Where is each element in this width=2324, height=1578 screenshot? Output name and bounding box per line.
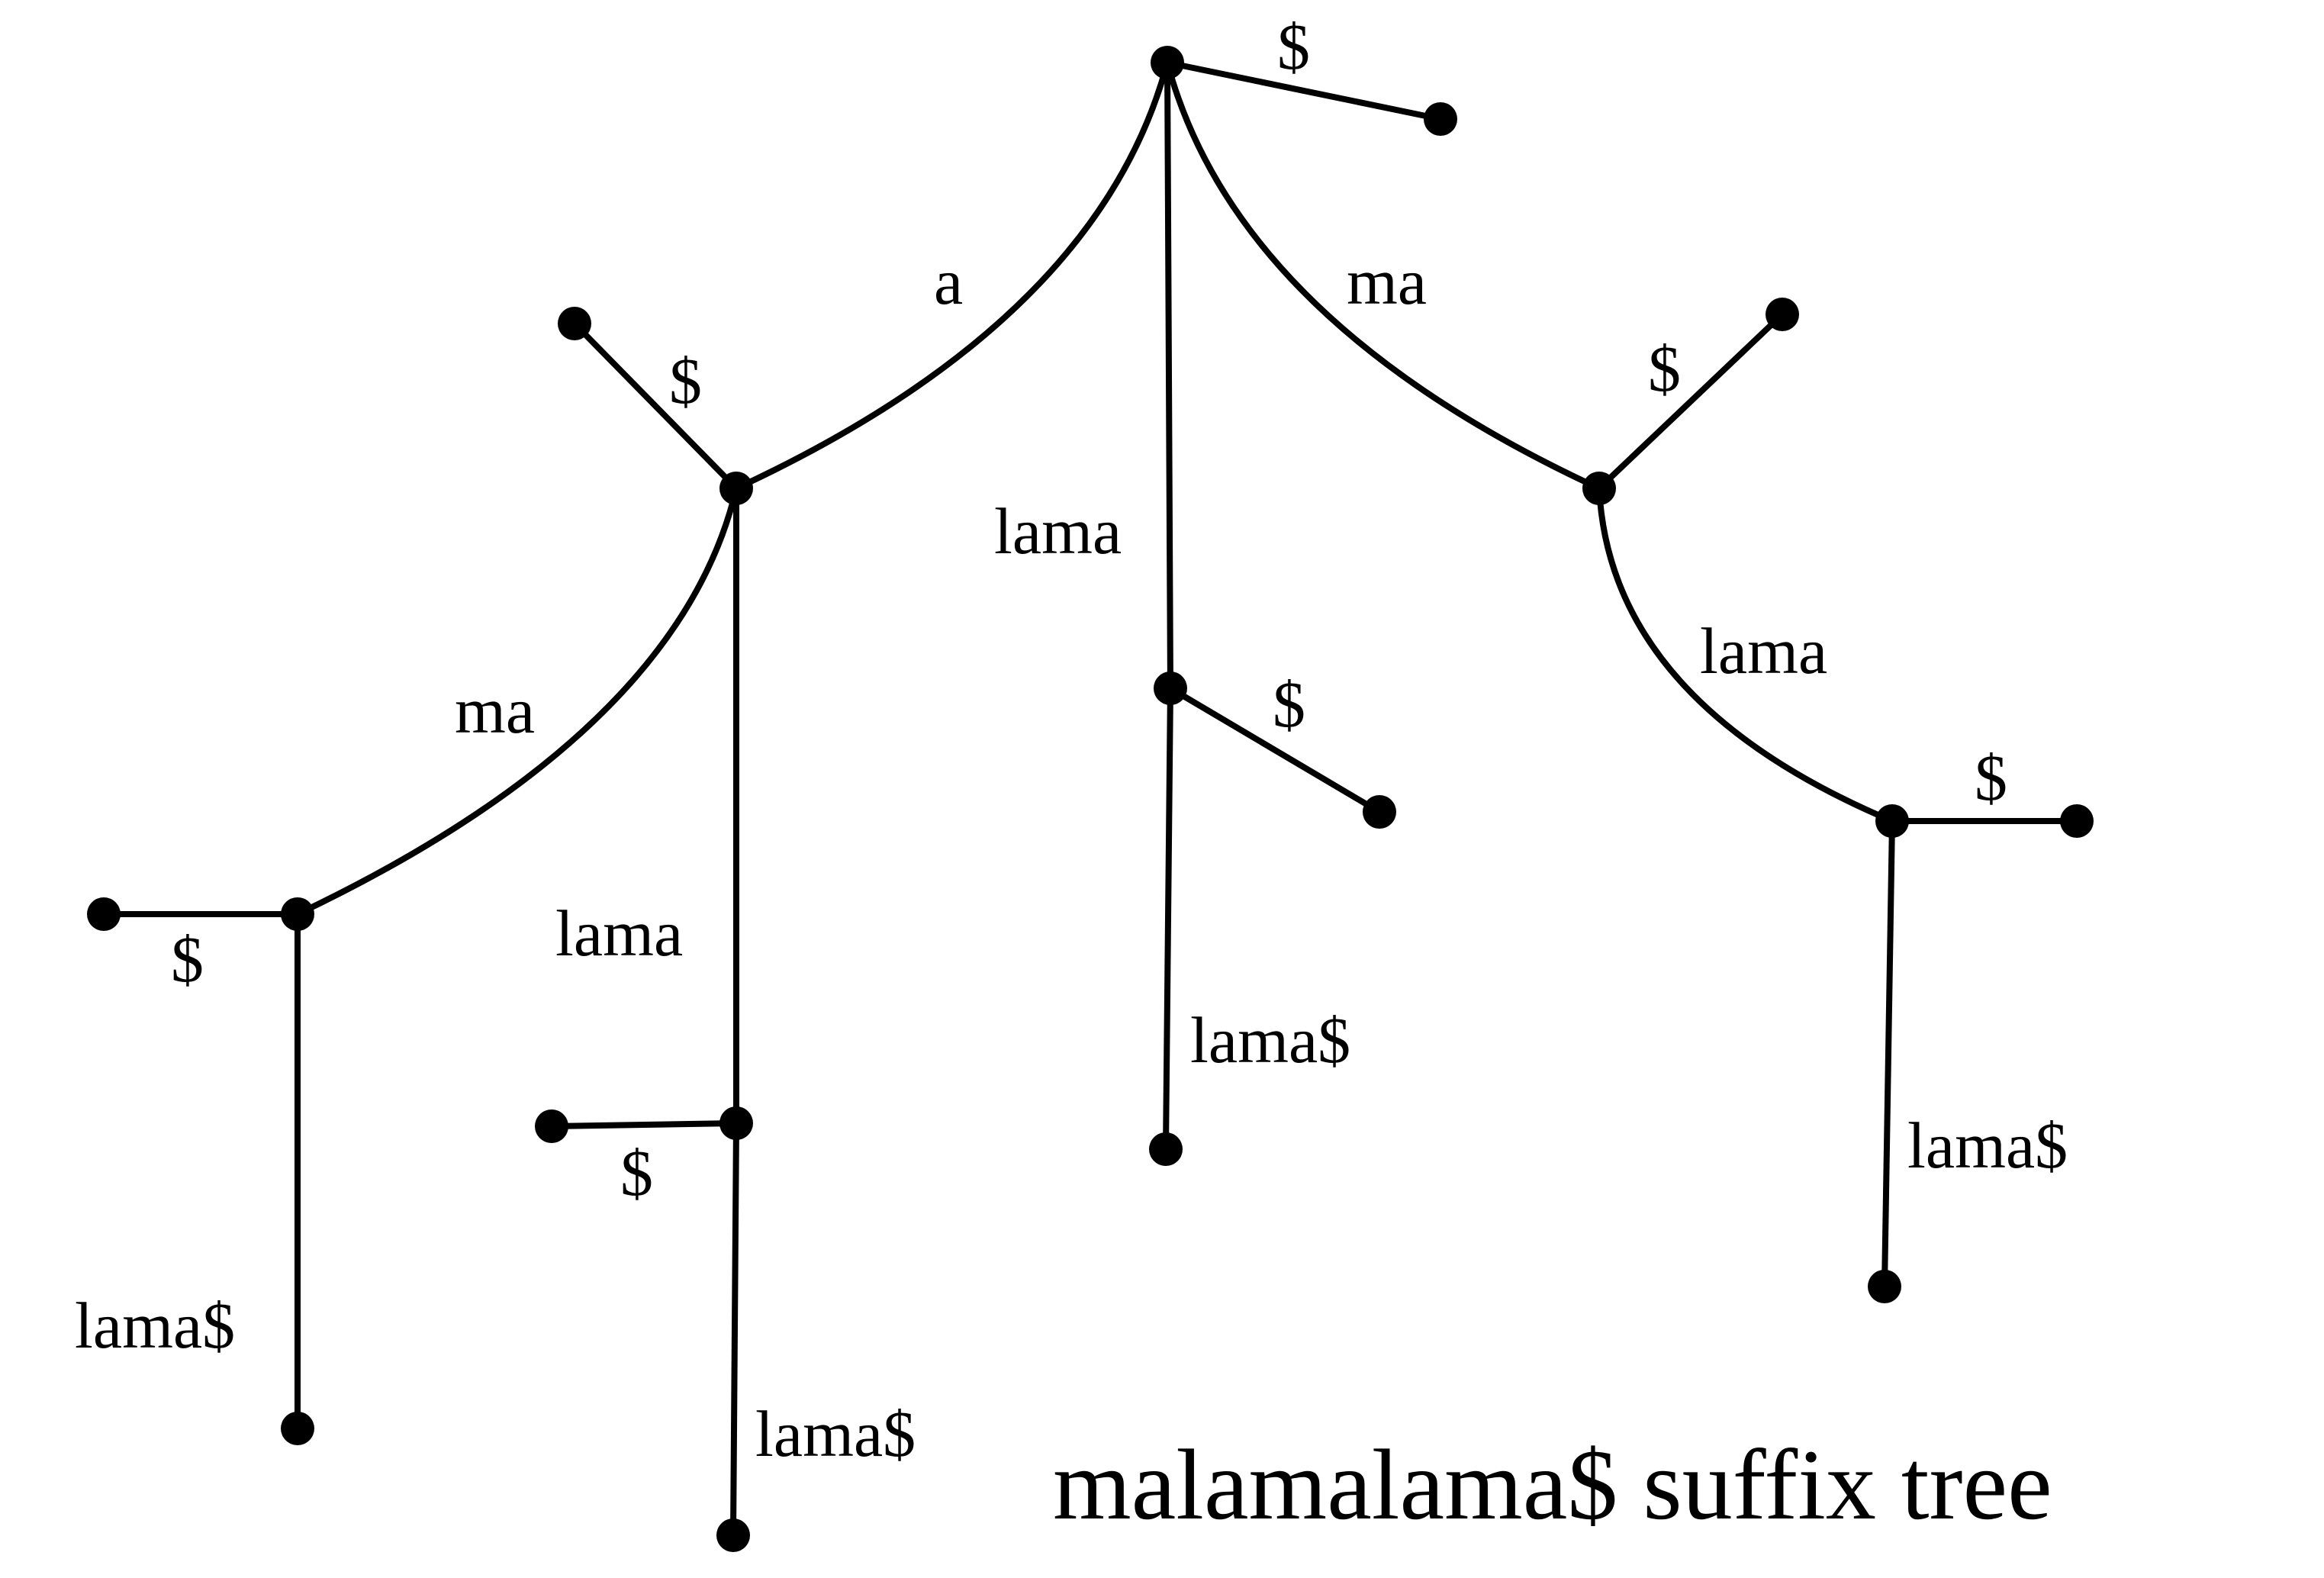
label-a-dollar: $	[669, 344, 702, 417]
label-ama-dollar: $	[171, 923, 204, 996]
label-lama-lama: lama$	[1190, 1003, 1350, 1077]
edge-root-a	[733, 60, 1170, 491]
edge-malama-lama	[1881, 818, 1895, 1290]
leaf-lama-dollar	[1363, 795, 1396, 829]
node-alama	[719, 1106, 753, 1140]
edge-alama-lama	[730, 1120, 739, 1538]
edge-root-dollar	[1164, 60, 1444, 122]
node-malama	[1875, 804, 1909, 838]
label-malama-dollar: $	[1975, 741, 2007, 814]
leaf-malama-lama	[1868, 1270, 1901, 1303]
leaf-malama-dollar	[2060, 804, 2094, 838]
edge-a-dollar	[571, 320, 739, 491]
label-root-lama: lama	[994, 494, 1122, 568]
node-root	[1151, 46, 1184, 79]
label-root-dollar: $	[1277, 10, 1310, 83]
edge-lama-lama	[1163, 685, 1173, 1152]
node-lama	[1154, 671, 1187, 705]
label-lama-dollar: $	[1273, 668, 1305, 741]
label-ma-lama: lama	[1700, 614, 1827, 688]
edge-root-ma	[1164, 60, 1602, 491]
label-a-ma: ma	[455, 674, 535, 747]
label-malama-lama: lama$	[1907, 1109, 2068, 1182]
node-a	[719, 472, 753, 505]
node-ama	[281, 897, 314, 931]
edge-ma-lama	[1596, 485, 1895, 824]
label-ma-dollar: $	[1648, 332, 1681, 405]
leaf-root-dollar	[1424, 102, 1457, 136]
label-root-ma: ma	[1347, 245, 1427, 318]
leaf-ama-lama	[281, 1412, 314, 1445]
label-alama-lama: lama$	[755, 1397, 916, 1470]
node-ma	[1582, 472, 1616, 505]
label-ama-lama: lama$	[75, 1289, 235, 1362]
leaf-alama-dollar	[535, 1109, 568, 1143]
edge-root-lama	[1164, 60, 1173, 691]
leaf-alama-lama	[716, 1518, 750, 1552]
edge-a-ma	[295, 485, 739, 917]
label-root-a: a	[934, 245, 963, 318]
leaf-ama-dollar	[87, 897, 121, 931]
leaf-ma-dollar	[1766, 298, 1799, 331]
label-a-lama: lama	[555, 897, 683, 970]
diagram-caption: malamalama$ suffix tree	[1053, 1428, 2052, 1541]
edge-alama-dollar	[549, 1120, 739, 1129]
label-alama-dollar: $	[620, 1136, 653, 1209]
edge-ma-dollar	[1596, 311, 1785, 491]
leaf-lama-lama	[1149, 1132, 1183, 1166]
edge-lama-dollar	[1167, 685, 1382, 815]
leaf-a-dollar	[558, 307, 591, 340]
